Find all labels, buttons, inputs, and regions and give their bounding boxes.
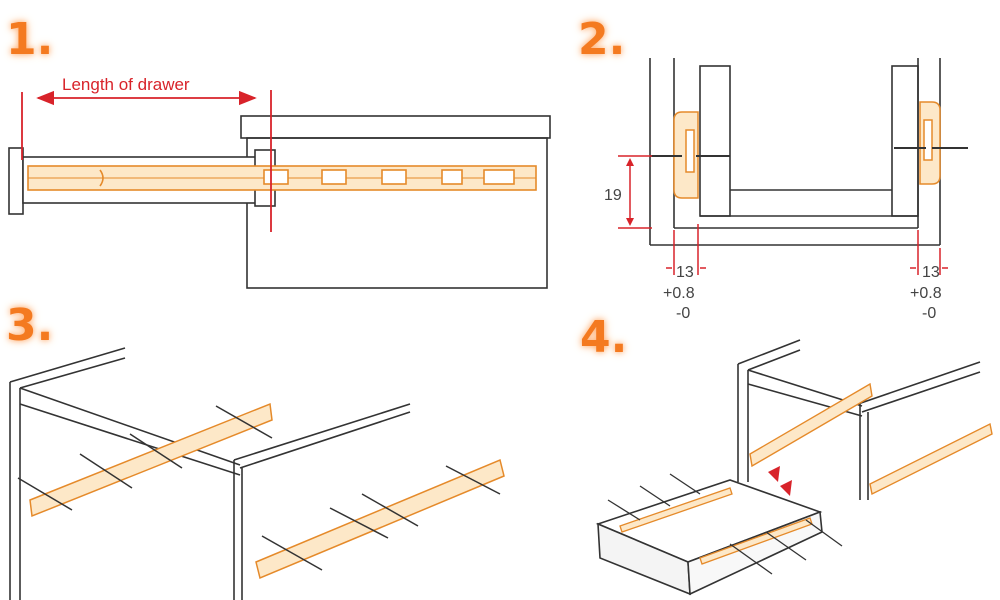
step-1-number: 1. [6,14,54,65]
cabinet-frame [9,347,411,600]
cabinet-body [240,115,551,289]
step-4-diagram [595,339,993,596]
step-1-diagram: Length of drawer [8,75,551,289]
step-3-diagram [9,347,505,600]
left-gap-tol-plus: +0.8 [663,285,695,302]
rail-left [673,111,699,199]
step-2-number: 2. [578,14,626,65]
left-gap-tol-minus: -0 [676,305,690,320]
slide-rail [27,165,537,191]
rail-screws [17,405,501,571]
step-2-diagram: 19 13 +0.8 -0 13 +0.8 -0 [604,58,968,320]
height-value: 19 [604,187,622,204]
length-dimension [21,90,272,232]
drawer-front [8,147,24,215]
right-gap-tol-minus: -0 [922,305,936,320]
step-3-number: 3. [6,300,54,351]
right-gap-value: 13 [922,264,940,281]
height-dimension [618,155,652,229]
right-gap-tol-plus: +0.8 [910,285,942,302]
drawer-screws [607,473,843,575]
rail-right [919,101,941,185]
step-4-number: 4. [580,312,628,363]
gap-dimension-lines [666,224,948,275]
length-of-drawer-label: Length of drawer [62,75,190,94]
insert-arrows [768,466,792,496]
rails [29,402,505,580]
left-gap-value: 13 [676,264,694,281]
cabinet-rails [749,382,993,496]
screws [650,147,968,157]
